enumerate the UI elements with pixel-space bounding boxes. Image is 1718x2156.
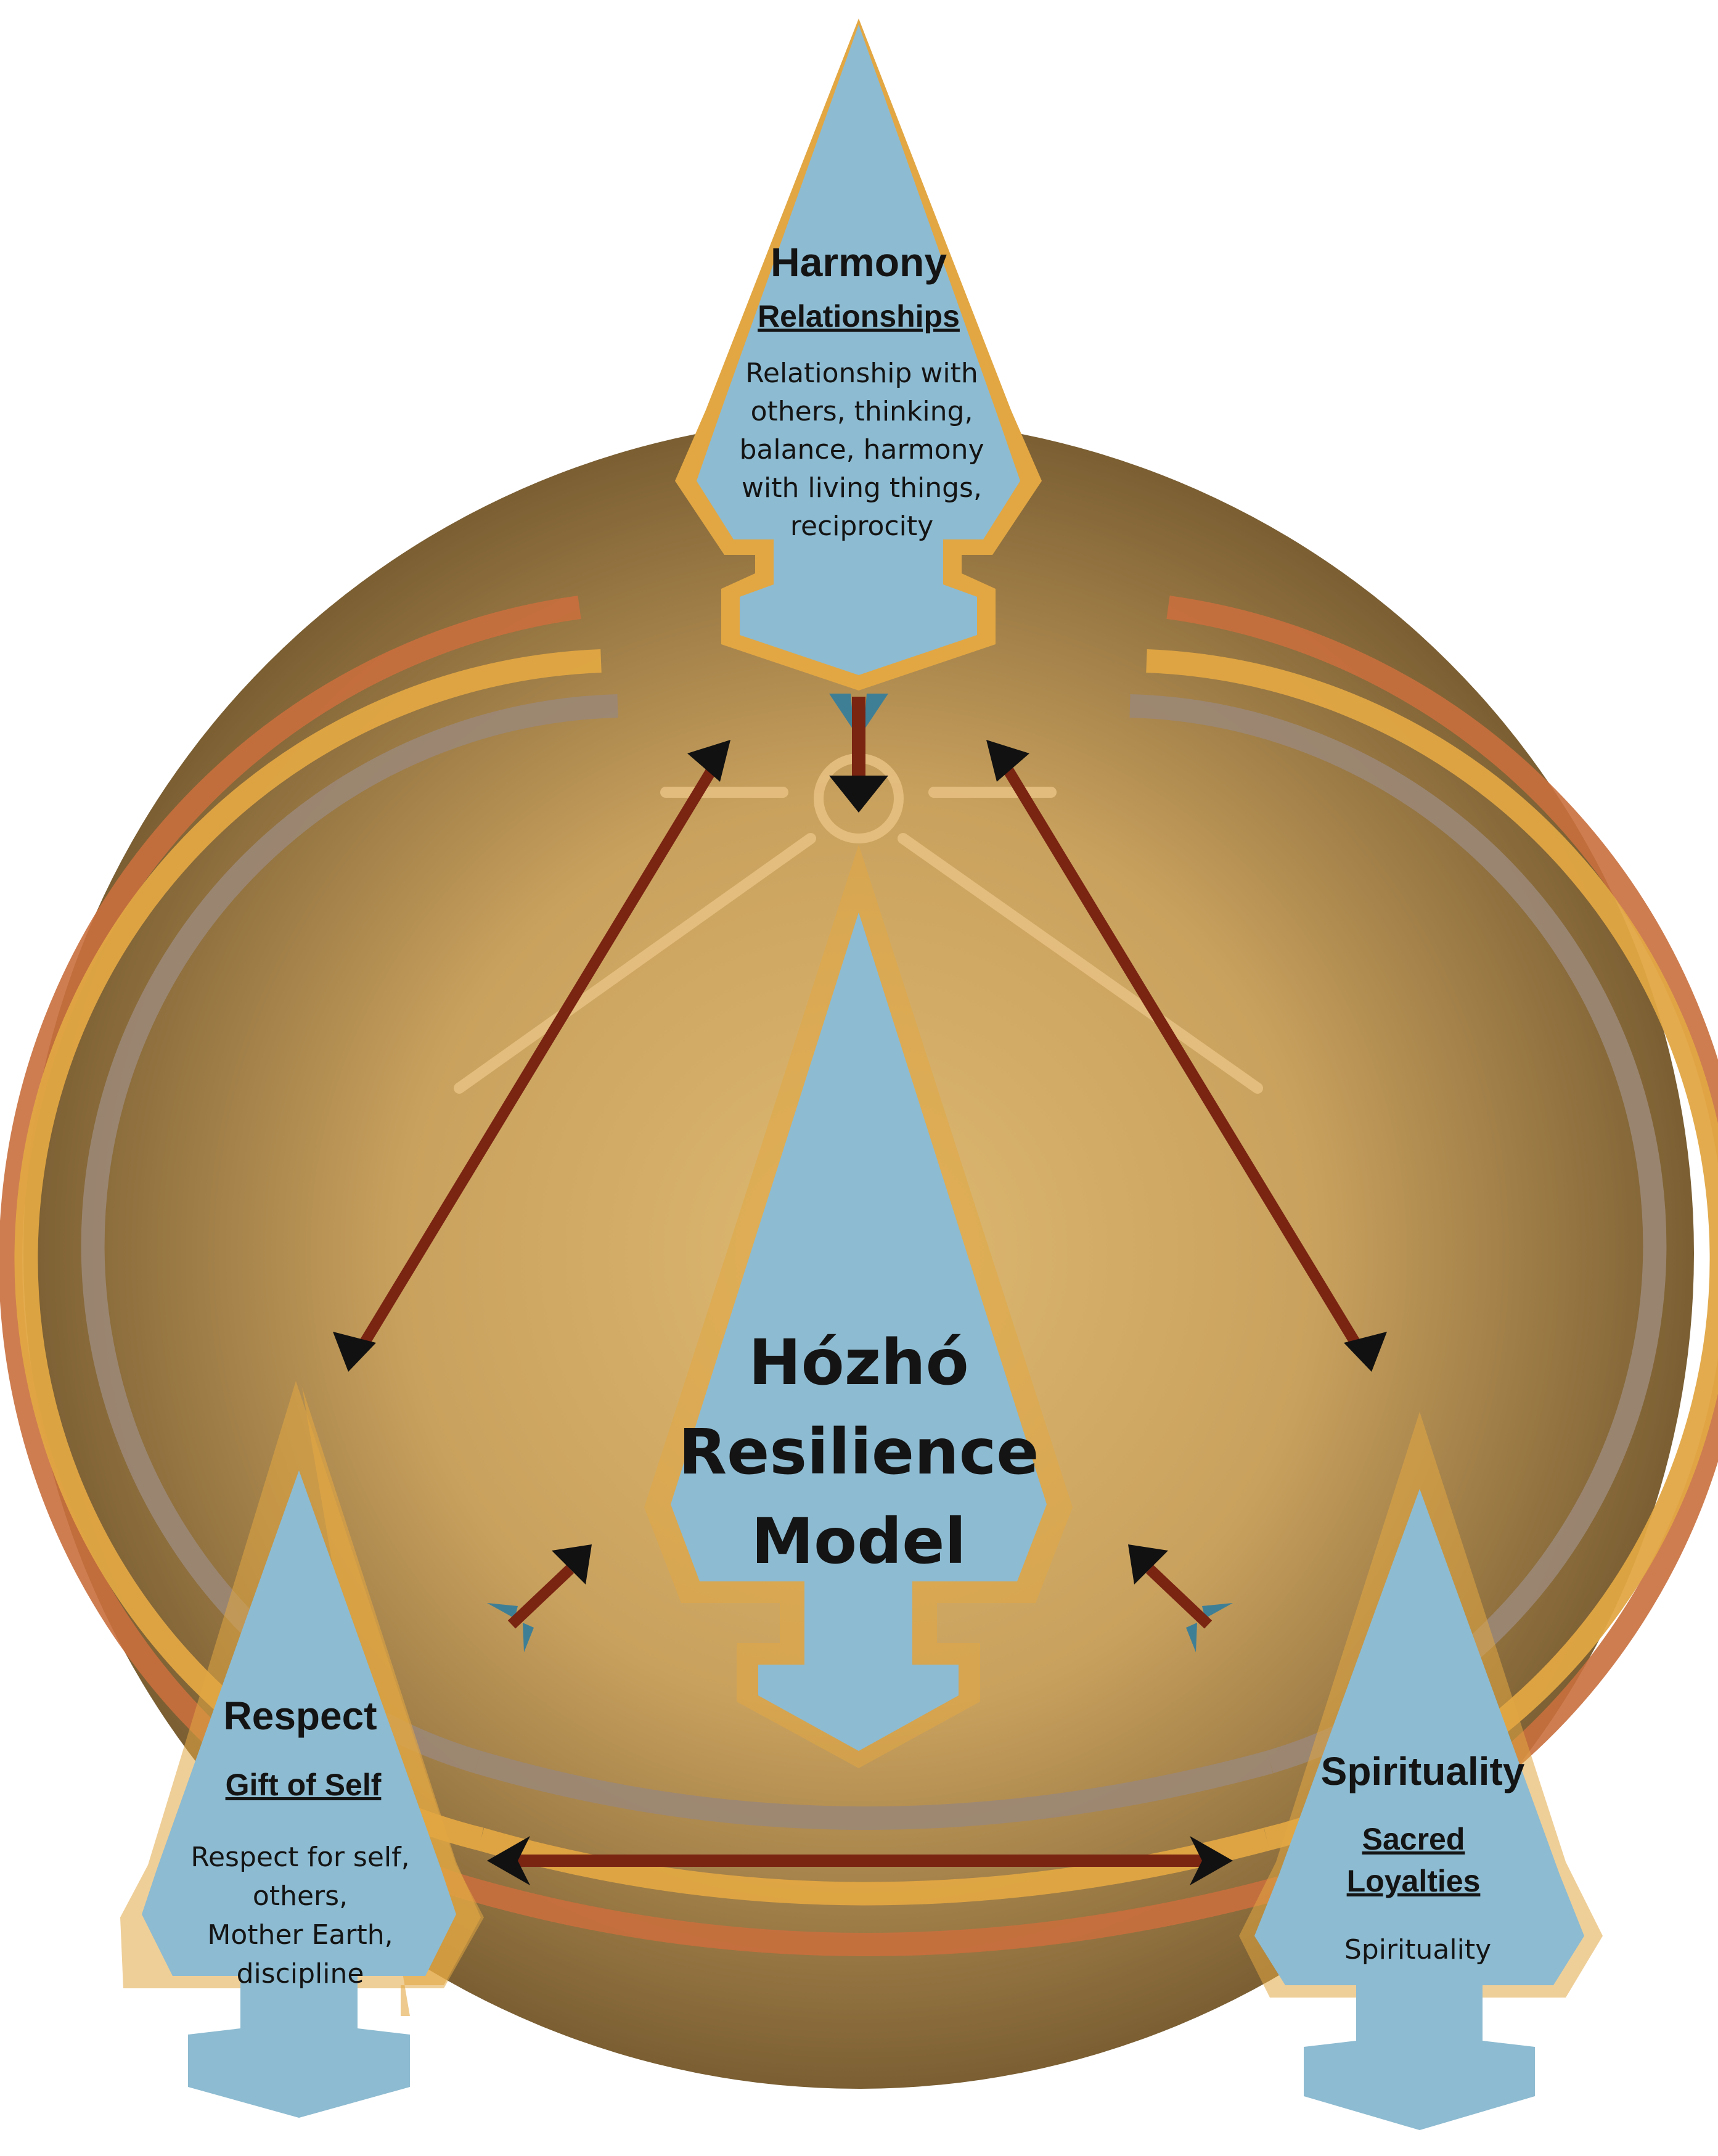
center-label-group: Hózhó Resilience Model (679, 1326, 1039, 1578)
harmony-label-group: Harmony Relationships Relationship with … (739, 239, 984, 542)
fletching-small-right-b (1186, 1623, 1197, 1652)
center-line-1: Hózhó (748, 1326, 969, 1400)
shaft-right-diagonal (1000, 761, 1361, 1347)
ray-left-diagonal (454, 833, 816, 1094)
tip-bottom-right-head (1190, 1836, 1233, 1885)
harmony-body-line-4: with living things, (742, 472, 982, 504)
harmony-body-line-2: others, thinking, (751, 396, 973, 427)
fletching-small-left-b (523, 1623, 534, 1652)
harmony-subtitle: Relationships (758, 299, 960, 334)
arrow-respect-spirituality (487, 1836, 1233, 1885)
spirituality-subtitle-line-1: Sacred (1362, 1822, 1465, 1856)
fletching-small-left-a (487, 1603, 518, 1618)
ray-right-diagonal (898, 833, 1263, 1094)
harmony-body-line-5: reciprocity (790, 510, 933, 542)
arrow-harmony-to-center (829, 694, 888, 813)
harmony-body-line-1: Relationship with (745, 358, 978, 389)
harmony-arrowhead-fill (697, 25, 1020, 675)
arrow-harmony-respect (333, 740, 730, 1372)
spirituality-title: Spirituality (1321, 1749, 1525, 1793)
ring-orange-right (1166, 596, 1718, 1896)
respect-body-line-1: Respect for self, (190, 1842, 409, 1873)
fletching-top-left (829, 694, 854, 731)
respect-body-line-3: Mother Earth, (207, 1919, 393, 1951)
ring-mauve-bottom (474, 1750, 1273, 1830)
harmony-title: Harmony (771, 239, 947, 285)
spirituality-label-group: Spirituality Sacred Loyalties Spirituali… (1321, 1749, 1525, 1965)
respect-arrowhead-fill (142, 1470, 456, 2118)
arrow-harmony-spirituality (986, 740, 1387, 1372)
harmony-body-line-3: balance, harmony (739, 434, 984, 465)
shaft-small-right (1145, 1565, 1213, 1629)
respect-body-line-4: discipline (237, 1958, 364, 1990)
tip-left-diagonal-top-head (687, 740, 730, 782)
respect-arrowhead (120, 1381, 484, 2118)
arrows (333, 694, 1387, 1885)
shaft-left-diagonal (359, 761, 720, 1347)
harmony-arrowhead (675, 18, 1042, 691)
center-arrowhead (644, 845, 1073, 1768)
spirituality-arrowhead (1239, 1412, 1603, 2130)
spirituality-body-line-1: Spirituality (1344, 1934, 1491, 1965)
arrow-small-right (1128, 1544, 1233, 1652)
center-line-2: Resilience (679, 1416, 1039, 1489)
fletching-small-right-a (1202, 1603, 1233, 1618)
spirituality-subtitle-line-2: Loyalties (1347, 1864, 1481, 1898)
center-arrowhead-fill (671, 912, 1047, 1751)
shaft-small-left (507, 1565, 575, 1629)
tip-small-left (552, 1544, 592, 1584)
tip-right-diagonal-bottom-head (1344, 1332, 1387, 1372)
respect-body-line-2: others, (253, 1880, 348, 1912)
respect-subtitle: Gift of Self (226, 1768, 382, 1802)
ring-orange-bottom (454, 1874, 1293, 1956)
respect-title: Respect (224, 1694, 377, 1738)
tip-bottom-left-head (487, 1836, 530, 1885)
tip-right-diagonal-top-head (986, 740, 1029, 782)
tip-top (829, 776, 888, 813)
fletching-top-right (864, 694, 888, 731)
tip-left-diagonal-bottom-head (333, 1332, 376, 1372)
spirituality-arrowhead-fill (1254, 1489, 1584, 2130)
arrow-small-left (487, 1544, 592, 1652)
respect-label-group: Respect Gift of Self Respect for self, o… (190, 1694, 409, 1990)
center-line-3: Model (751, 1505, 967, 1578)
tip-small-right (1128, 1544, 1168, 1584)
